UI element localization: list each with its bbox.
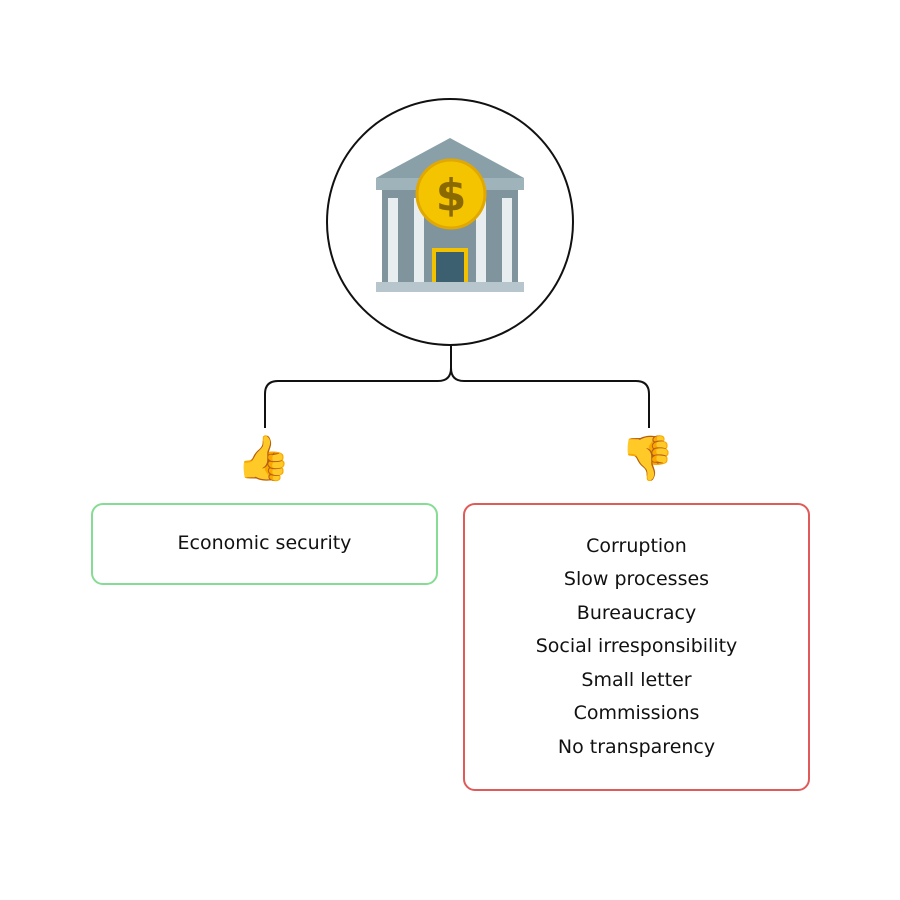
con-item: Social irresponsibility [535,635,738,658]
thumbs-up-icon: 👍 [236,433,291,484]
con-item: Commissions [573,702,700,725]
con-item: Slow processes [563,568,710,591]
svg-text:$: $ [436,170,467,221]
con-item: No transparency [557,735,716,758]
center-node: $ [326,98,574,346]
thumbs-down-icon: 👎 [620,433,675,484]
pros-box: Economic security [91,503,438,585]
con-item: Bureaucracy [576,601,697,624]
bank-icon: $ [376,138,524,292]
con-item: Corruption [586,534,687,557]
pro-item: Economic security [177,532,352,555]
cons-box: Corruption Slow processes Bureaucracy So… [463,503,810,791]
con-item: Small letter [581,668,692,691]
